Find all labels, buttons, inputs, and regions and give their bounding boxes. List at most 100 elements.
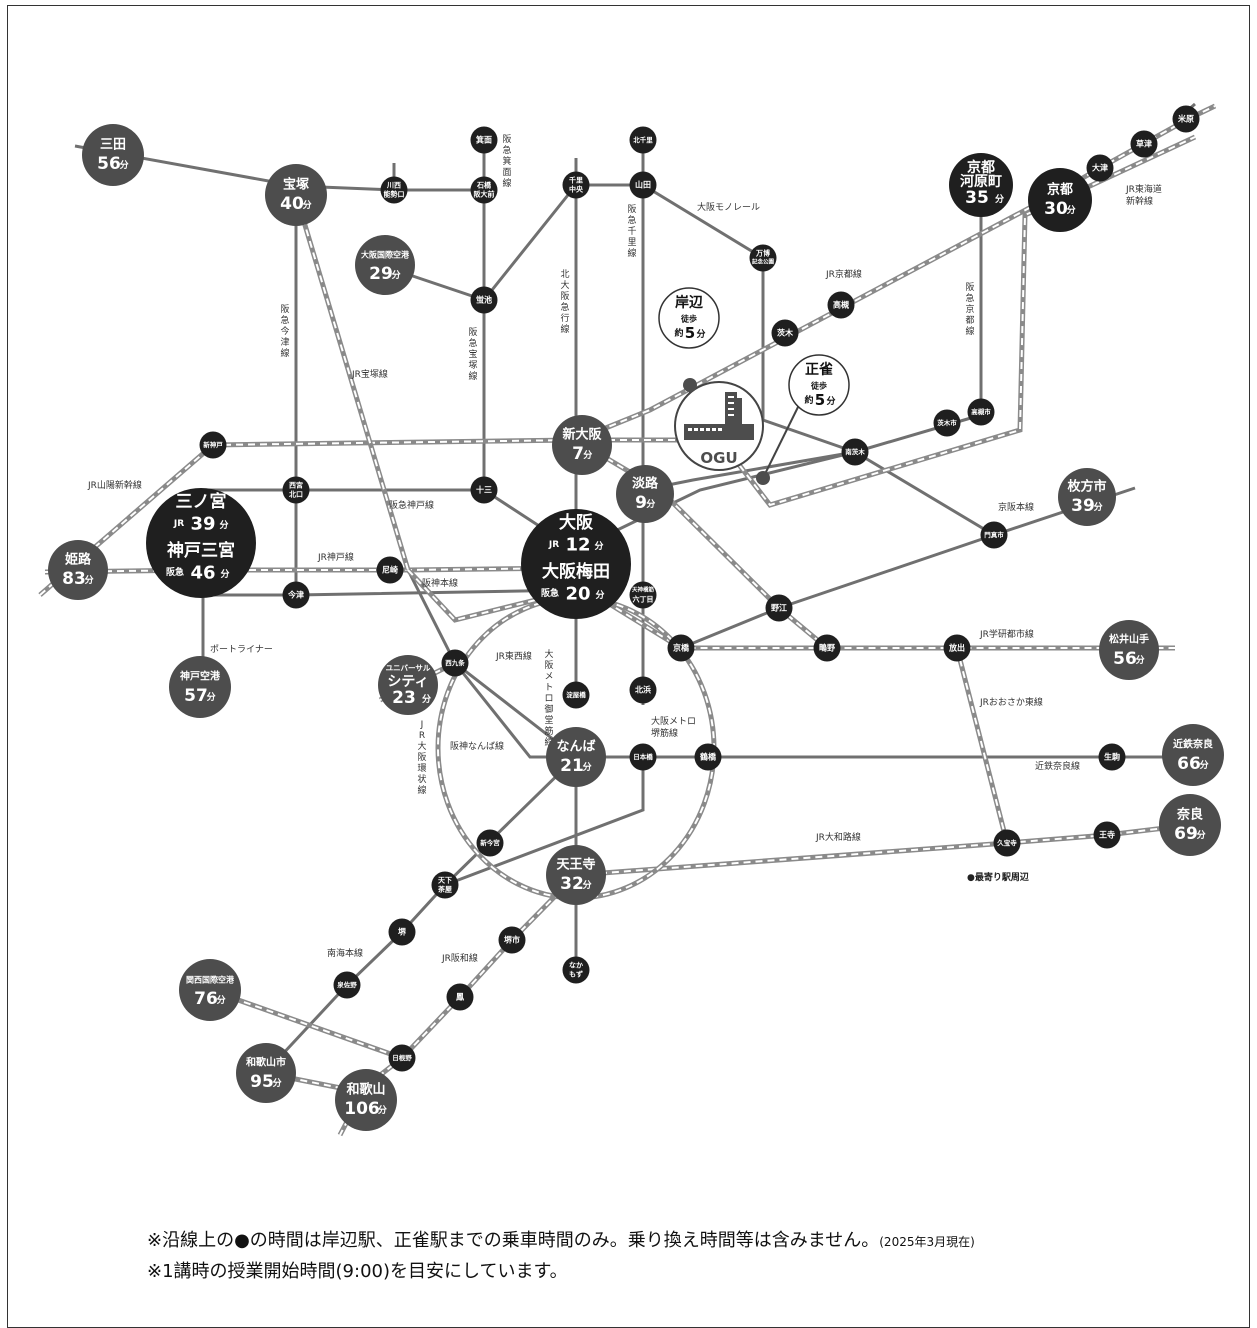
line-label-char: 都 [965,315,974,326]
travel-time: 66 [1177,754,1201,774]
line-label-char: 急 [627,214,636,226]
time-circle [355,235,415,295]
station-42: 鳳 [446,983,474,1011]
hub-name-2: 大阪梅田 [542,561,610,582]
station-name: 姫路 [65,552,92,568]
time-circle [48,540,108,600]
label-hankyu-kobe: 阪急神戸線 [389,499,434,511]
station-dot [282,476,310,504]
travel-time: 29 [369,264,393,284]
walk-minutes: 5 [685,324,695,342]
walk-minutes: 5 [815,391,825,409]
station-name: 鴫野 [819,643,835,653]
line-label-char: ト [544,683,553,693]
station-name: 放出 [948,643,965,653]
time-circle [546,845,606,905]
footnote-1-text: ※沿線上の●の時間は岸辺駅、正雀駅までの乗車時間のみ。乗り換え時間等は含みません… [147,1230,880,1251]
station-name-line1: なか [569,961,583,970]
label-tokaido-shinkansen-1: JR東海道 [1125,183,1162,195]
hub-unit-1: 分 [219,519,228,531]
line-label-char: 阪 [544,660,553,671]
kanku-line [209,987,403,1061]
station-name: 松井山手 [1109,633,1149,646]
keihan-branch [680,533,995,650]
line-label-char: 京 [965,303,974,315]
station-name-line2: 北口 [289,490,303,499]
hub-time-1: 12 [565,535,590,556]
station-dot [441,649,469,677]
jr-takarazuka-line [293,194,411,571]
line-label-char: ロ [544,694,553,704]
jr-osaka-higashi-north [574,437,829,650]
station-31: 日本橋 [629,743,657,771]
station-43: 日根野 [388,1044,416,1072]
station-name-line1: 西宮 [289,481,303,490]
station-name: 尼崎 [382,565,398,575]
station-name: 日根野 [392,1053,412,1062]
station-dot [667,634,695,662]
station-name: 門真市 [984,530,1004,539]
line-label-char: メ [544,672,553,682]
station-name: 堺市 [504,935,520,945]
station-dot [827,291,855,319]
station-name: 京都 [1047,182,1073,198]
travel-time: 23 [392,688,416,708]
line-label-char: 筋 [544,725,553,737]
station-32: 鶴橋 [694,743,722,771]
walk-unit: 分 [826,395,835,407]
line-label-char: 状 [417,773,426,785]
time-unit: 分 [1197,829,1206,841]
walk-unit: 分 [696,328,705,340]
station-name: 大阪国際空港 [361,250,410,260]
station-dot [765,594,793,622]
station-dot [199,431,227,459]
station-name: 鳳 [456,992,464,1002]
hub-unit-2: 分 [220,568,229,580]
nearest-station-dot [683,378,697,392]
station-dot [562,681,590,709]
label-sakaisuji-2: 堺筋線 [651,727,678,739]
station-name: 北浜 [635,685,651,695]
time-unit: 分 [303,199,312,211]
sakaisuji-south [444,757,645,887]
jr-kyoto-line [575,103,1217,443]
travel-time: 83 [62,569,86,589]
station-name: 宝塚 [283,177,309,193]
station-dot [376,556,404,584]
station-name-line2: シティ [387,674,428,690]
label-tokaido-shinkansen-2: 新幹線 [1126,195,1153,207]
hub-time-1: 39 [190,514,215,535]
station-name-line1: 天下 [438,877,452,885]
line-label-char: 線 [627,247,636,259]
station-name: なんば [556,740,595,755]
station-27: 放出 [943,634,971,662]
station-name: 米原 [1177,114,1194,124]
station-11: 蛍池 [470,286,498,314]
station-12: 高槻 [827,291,855,319]
line-label-char: 急 [560,301,569,313]
station-dot [933,409,961,437]
line-label-char: 津 [280,337,289,348]
station-dot [380,176,408,204]
station-41: 泉佐野 [333,971,361,999]
time-unit: 分 [583,761,592,773]
walk-circle [788,354,850,416]
time-circle [1028,168,1092,232]
station-dot [1098,743,1126,771]
travel-time: 40 [280,194,304,214]
station-name-line1: ユニバーサル [386,664,431,673]
hub-circle [521,509,631,619]
station-dot [967,398,995,426]
walk-circle [658,287,720,349]
line-label-char: 宝 [468,348,477,360]
station-dot [282,581,310,609]
line-label-char: 面 [502,167,511,178]
